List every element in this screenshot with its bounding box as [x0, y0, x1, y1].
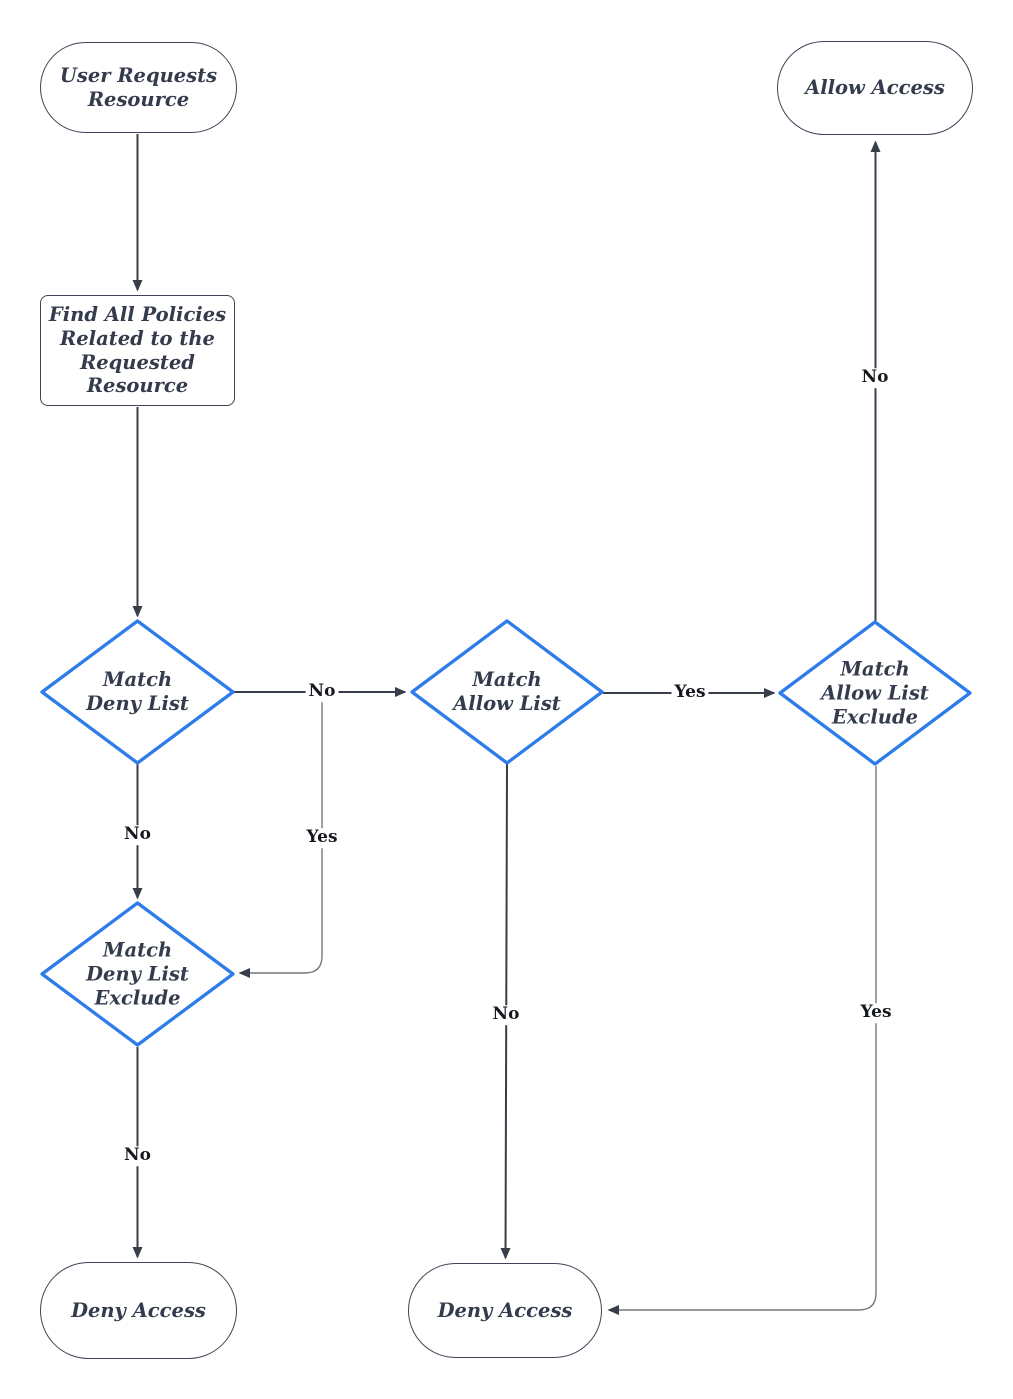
node-find-all-policies: Find All Policies Related to the Request…	[40, 295, 235, 406]
node-match-allow-list-exclude-label: Match Allow List Exclude	[821, 657, 929, 728]
edge-label-allow-exclude-yes-down: Yes	[857, 1003, 895, 1023]
edge-allow-exclude-yes-to-deny-access-center	[607, 766, 877, 1315]
match-allow-list-diamond	[410, 619, 604, 765]
node-deny-access-center-label: Deny Access	[437, 1298, 573, 1322]
node-user-requests-resource: User Requests Resource	[40, 42, 237, 133]
edge-label-allow-exclude-no-up: No	[858, 368, 892, 388]
node-deny-access-left: Deny Access	[40, 1262, 237, 1359]
match-deny-list-exclude-diamond	[40, 901, 235, 1047]
node-allow-access-label: Allow Access	[805, 76, 945, 100]
edge-label-deny-list-no-down: No	[121, 825, 154, 845]
node-match-deny-list-label: Match Deny List	[86, 668, 189, 715]
node-deny-access-center: Deny Access	[408, 1263, 602, 1358]
match-allow-list-exclude-diamond	[778, 620, 972, 766]
edge-label-deny-list-no-right: No	[305, 682, 339, 702]
edge-label-deny-list-yes-down: Yes	[303, 828, 341, 848]
edge-label-allow-list-no-down: No	[489, 1005, 523, 1025]
node-match-allow-list-label: Match Allow List	[453, 668, 561, 715]
edge-match-deny-list-yes-to-deny-exclude	[238, 692, 323, 978]
node-user-requests-resource-label: User Requests Resource	[59, 63, 218, 111]
node-allow-access: Allow Access	[777, 41, 973, 135]
match-deny-list-diamond	[40, 619, 235, 765]
node-find-all-policies-label: Find All Policies Related to the Request…	[48, 302, 227, 398]
node-deny-access-left-label: Deny Access	[71, 1298, 206, 1322]
edge-label-allow-list-yes-right: Yes	[671, 683, 709, 703]
node-match-deny-list-exclude-label: Match Deny List Exclude	[86, 938, 189, 1009]
edge-label-deny-exclude-no-down: No	[121, 1146, 154, 1166]
